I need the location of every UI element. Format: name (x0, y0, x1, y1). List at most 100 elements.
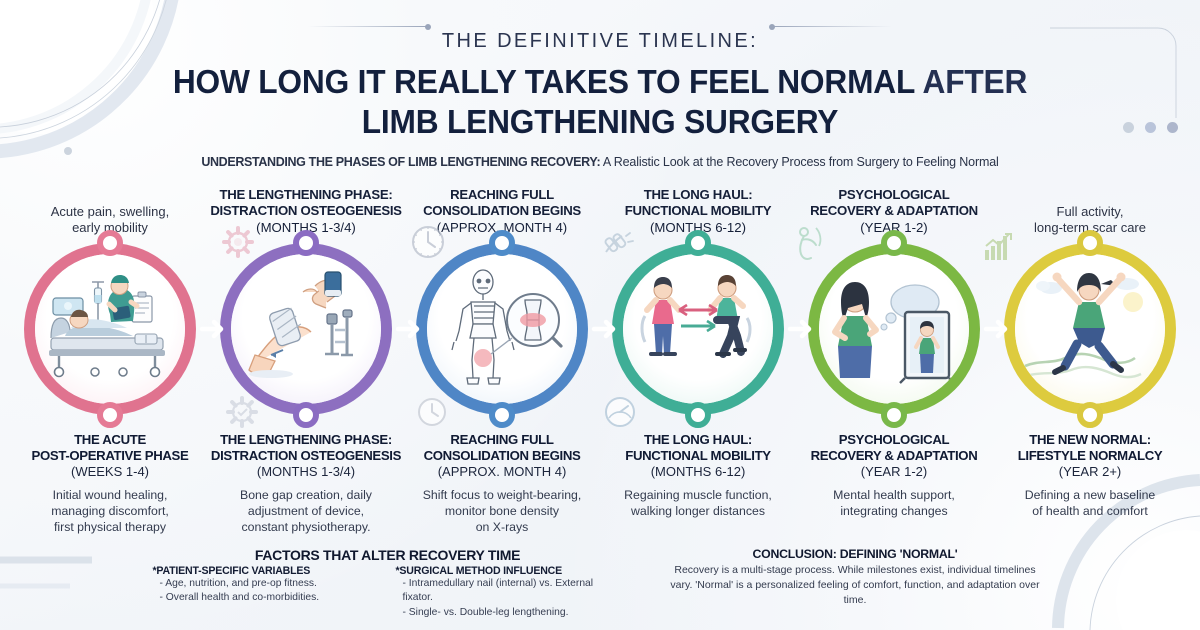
phase-bottom-block: THE LONG HAUL:FUNCTIONAL MOBILITY(MONTHS… (602, 420, 794, 520)
conclusion-section: CONCLUSION: DEFINING 'NORMAL' Recovery i… (663, 547, 1048, 620)
timeline-phase: THE LONG HAUL:FUNCTIONAL MOBILITY(MONTHS… (602, 172, 812, 572)
phase-bottom-block: THE LENGTHENING PHASE:DISTRACTION OSTEOG… (210, 420, 402, 536)
phase-top-note-line: (MONTHS 6-12) (650, 219, 746, 235)
footer: FACTORS THAT ALTER RECOVERY TIME *PATIEN… (0, 547, 1200, 620)
phase-ring[interactable] (612, 230, 784, 428)
phase-top-note-line: (YEAR 1-2) (860, 219, 928, 235)
phase-description-line: Defining a new baseline (1024, 488, 1156, 503)
factors-column-lines: - Intramedullary nail (internal) vs. Ext… (402, 578, 594, 618)
phase-title-line: PSYCHOLOGICAL (838, 432, 950, 447)
phase-node-bot (1077, 402, 1103, 428)
gear-check-icon (222, 392, 262, 437)
phase-period: (MONTHS 1-3/4) (256, 464, 356, 480)
factors-column-patient: *PATIENT-SPECIFIC VARIABLES - Age, nutri… (153, 565, 380, 620)
anatomy-stretch-icon (788, 222, 828, 267)
phase-ring[interactable] (24, 230, 196, 428)
phase-description-line: on X-rays (475, 520, 529, 535)
phase-arrow-icon (394, 318, 424, 340)
phase-node-bot (293, 402, 319, 428)
phase-description: Shift focus to weight-bearing,monitor bo… (406, 488, 598, 536)
phase-top-note-line: RECOVERY & ADAPTATION (810, 203, 978, 219)
phase-arrow-icon (982, 318, 1012, 340)
phase-circle-slot (994, 230, 1186, 428)
kicker-rule-right (769, 23, 893, 30)
phase-top-note-line: (MONTHS 1-3/4) (256, 219, 356, 235)
phase-description-line: Regaining muscle function, (624, 488, 772, 503)
clock-icon (408, 222, 448, 267)
timeline-phase: Acute pain, swelling,early mobility (14, 172, 224, 572)
phase-top-note-line: (APPROX. MONTH 4) (436, 219, 568, 235)
factors-section: FACTORS THAT ALTER RECOVERY TIME *PATIEN… (153, 547, 623, 620)
subtitle-rest: A Realistic Look at the Recovery Process… (600, 154, 999, 169)
header: THE DEFINITIVE TIMELINE: HOW LONG IT REA… (0, 0, 1200, 169)
phase-node-top (881, 230, 907, 256)
phase-node-bot (685, 402, 711, 428)
skeleton-bone-xray-magnifier-illustration (427, 254, 577, 404)
phase-period: (YEAR 2+) (1058, 464, 1122, 480)
phase-title-line: FUNCTIONAL MOBILITY (625, 448, 771, 464)
phase-description-line: managing discomfort, (51, 504, 169, 519)
factors-column-surgical: *SURGICAL METHOD INFLUENCE - Intramedull… (396, 565, 623, 620)
phase-description-line: Initial wound healing, (52, 488, 168, 503)
phase-title: THE NEW NORMAL:LIFESTYLE NORMALCY (994, 432, 1186, 464)
phase-description-line: adjustment of device, (247, 504, 365, 519)
phase-arrow-icon (786, 318, 816, 340)
phase-top-note-line: Acute pain, swelling, (50, 203, 170, 219)
gear-icon (218, 222, 258, 267)
phase-period: (APPROX. MONTH 4) (437, 464, 567, 480)
phase-description: Initial wound healing,managing discomfor… (14, 488, 206, 536)
conclusion-body: Recovery is a multi-stage process. While… (670, 564, 1040, 606)
factors-column-heading: *PATIENT-SPECIFIC VARIABLES (152, 565, 311, 577)
physiotherapy-exercise-running-illustration (623, 254, 773, 404)
leg-crutches-device-adjustment-illustration (231, 254, 381, 404)
factors-column-lines: - Age, nutrition, and pre-op fitness. - … (159, 578, 320, 604)
phase-top-note-line: REACHING FULL (450, 186, 554, 202)
timeline-phase: THE LENGTHENING PHASE:DISTRACTION OSTEOG… (210, 172, 420, 572)
phase-node-bot (881, 402, 907, 428)
phase-ring[interactable] (808, 230, 980, 428)
phase-description-line: of health and comfort (1032, 504, 1148, 519)
phase-top-note: Acute pain, swelling,early mobility (14, 172, 206, 238)
dot-3 (1167, 122, 1178, 133)
phase-title-line: THE NEW NORMAL: (1029, 432, 1151, 447)
phase-title-line: THE ACUTE (74, 432, 146, 447)
phase-arrow-icon (590, 318, 620, 340)
phase-title-line: CONSOLIDATION BEGINS (423, 448, 581, 464)
phase-description-line: Mental health support, (833, 488, 955, 503)
phase-top-note-line: early mobility (72, 219, 148, 235)
dumbbell-grip-icon (598, 226, 638, 271)
phase-ring[interactable] (220, 230, 392, 428)
clock-small-icon (412, 392, 452, 437)
phase-top-note-line: CONSOLIDATION BEGINS (423, 203, 581, 219)
conclusion-heading: CONCLUSION: DEFINING 'NORMAL' (752, 547, 958, 561)
phase-circle-slot (210, 230, 420, 428)
phase-title: THE LONG HAUL:FUNCTIONAL MOBILITY (602, 432, 794, 464)
phase-ring[interactable] (1004, 230, 1176, 428)
recovery-timeline: Acute pain, swelling,early mobility (0, 172, 1200, 572)
phase-node-top (685, 230, 711, 256)
factors-heading: FACTORS THAT ALTER RECOVERY TIME (254, 547, 521, 563)
phase-bottom-block: THE NEW NORMAL:LIFESTYLE NORMALCY(YEAR 2… (994, 420, 1186, 520)
phase-title: THE LENGTHENING PHASE:DISTRACTION OSTEOG… (210, 432, 402, 464)
phase-title-line: REACHING FULL (450, 432, 554, 447)
phase-description-line: constant physiotherapy. (241, 520, 371, 535)
phase-title-line: THE LONG HAUL: (644, 432, 752, 447)
person-jumping-celebration-illustration (1015, 254, 1165, 404)
phase-top-note-line: THE LENGTHENING PHASE: (219, 186, 393, 202)
kicker-text: THE DEFINITIVE TIMELINE: (441, 30, 759, 52)
phase-node-top (293, 230, 319, 256)
kicker-rule-left (307, 23, 431, 30)
phase-period: (WEEKS 1-4) (70, 464, 149, 480)
phase-description-line: monitor bone density (444, 504, 560, 519)
phase-top-note-line: THE LONG HAUL: (643, 186, 753, 202)
page-title: HOW LONG IT REALLY TAKES TO FEEL NORMAL … (24, 62, 1176, 142)
phase-ring[interactable] (416, 230, 588, 428)
phase-description-line: first physical therapy (53, 520, 167, 535)
